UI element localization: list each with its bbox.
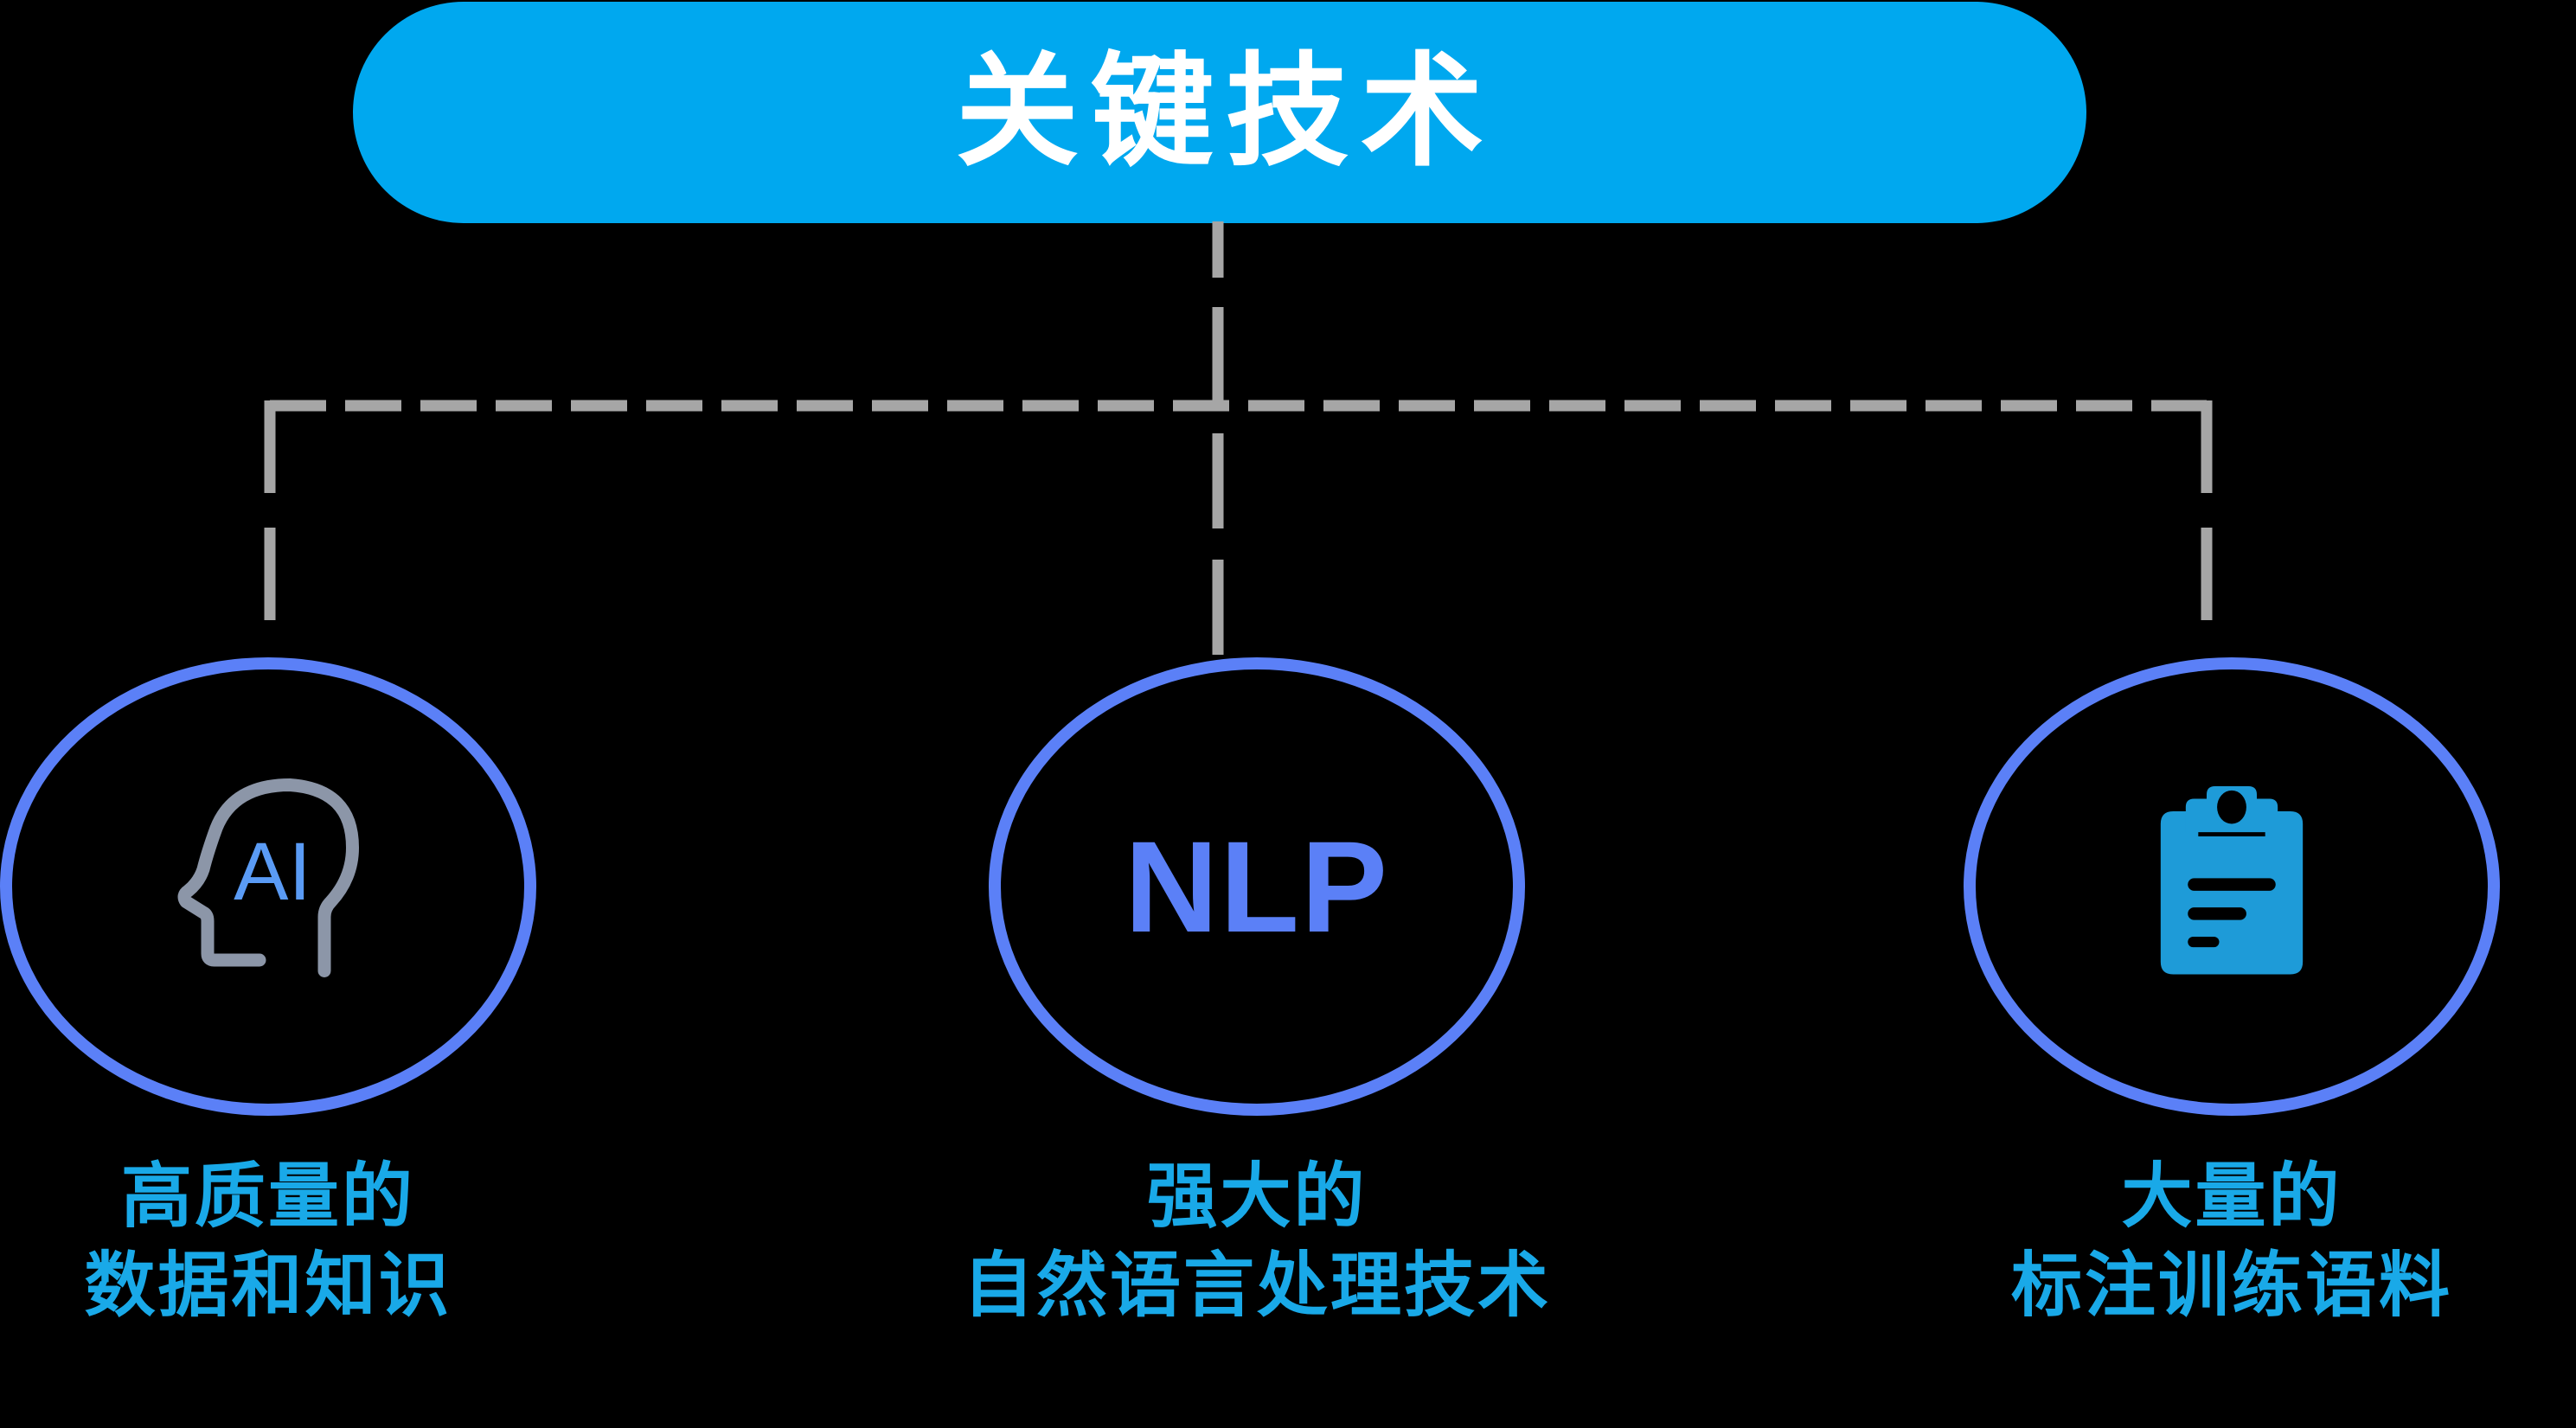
node-annotated-corpus[interactable]: 大量的 标注训练语料 xyxy=(1946,657,2517,1331)
node-data-knowledge[interactable]: AI 高质量的 数据和知识 xyxy=(0,657,554,1331)
caption-line-1: 大量的 xyxy=(2121,1157,2342,1236)
icon-circle-clipboard xyxy=(1964,657,2500,1116)
ai-head-icon: AI xyxy=(177,778,359,977)
icon-circle-nlp: NLP xyxy=(989,657,1525,1116)
caption-line-2: 自然语言处理技术 xyxy=(963,1246,1552,1326)
node-caption-nlp: 强大的 自然语言处理技术 xyxy=(963,1152,1551,1331)
node-nlp[interactable]: NLP 强大的 自然语言处理技术 xyxy=(963,657,1548,1331)
node-caption-annotated-corpus: 大量的 标注训练语料 xyxy=(2011,1152,2452,1331)
page-title: 关键技术 xyxy=(956,43,1496,181)
node-caption-data-knowledge: 高质量的 数据和知识 xyxy=(84,1152,452,1331)
nlp-text-icon: NLP xyxy=(1125,814,1389,959)
caption-line-1: 强大的 xyxy=(1146,1157,1368,1236)
clipboard-icon xyxy=(2160,786,2304,975)
caption-line-2: 标注训练语料 xyxy=(2010,1246,2452,1326)
ai-head-icon-text: AI xyxy=(234,826,311,918)
icon-circle-ai: AI xyxy=(0,657,536,1116)
caption-line-2: 数据和知识 xyxy=(84,1246,452,1326)
diagram-title-pill: 关键技术 xyxy=(353,2,2086,223)
caption-line-1: 高质量的 xyxy=(120,1157,415,1236)
